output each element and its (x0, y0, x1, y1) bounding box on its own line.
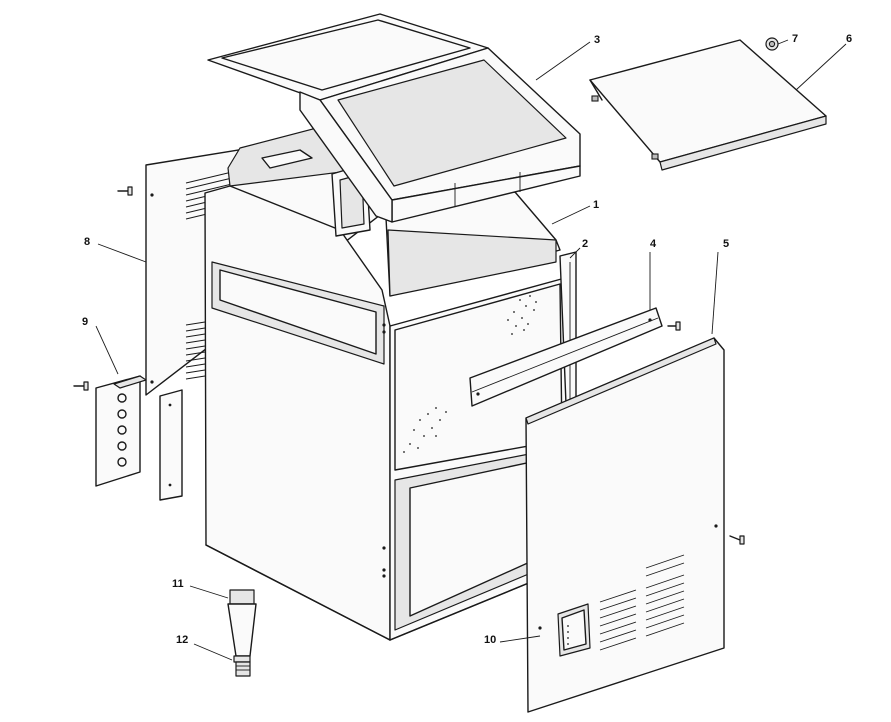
callout-4: 4 (650, 238, 657, 250)
part-7-knob (765, 37, 779, 51)
callout-3: 3 (594, 34, 601, 46)
part-9-connector-block (73, 375, 147, 487)
callout-7: 7 (792, 33, 799, 45)
callout-10: 10 (484, 634, 497, 646)
part-5-front-door (525, 337, 745, 713)
callout-8: 8 (84, 236, 91, 248)
part-3-lid-frame (207, 13, 581, 223)
callout-11: 11 (172, 578, 184, 590)
callout-5: 5 (723, 238, 730, 250)
callout-12: 12 (176, 634, 189, 646)
callout-6: 6 (846, 33, 853, 45)
part-11-12-foot (227, 589, 257, 677)
leader-lines (95, 39, 847, 661)
callout-1: 1 (593, 199, 600, 211)
part-4-trim-strip (469, 307, 681, 407)
callout-9: 9 (82, 316, 89, 328)
part-6-top-cover (589, 39, 827, 171)
callout-2: 2 (582, 238, 589, 250)
